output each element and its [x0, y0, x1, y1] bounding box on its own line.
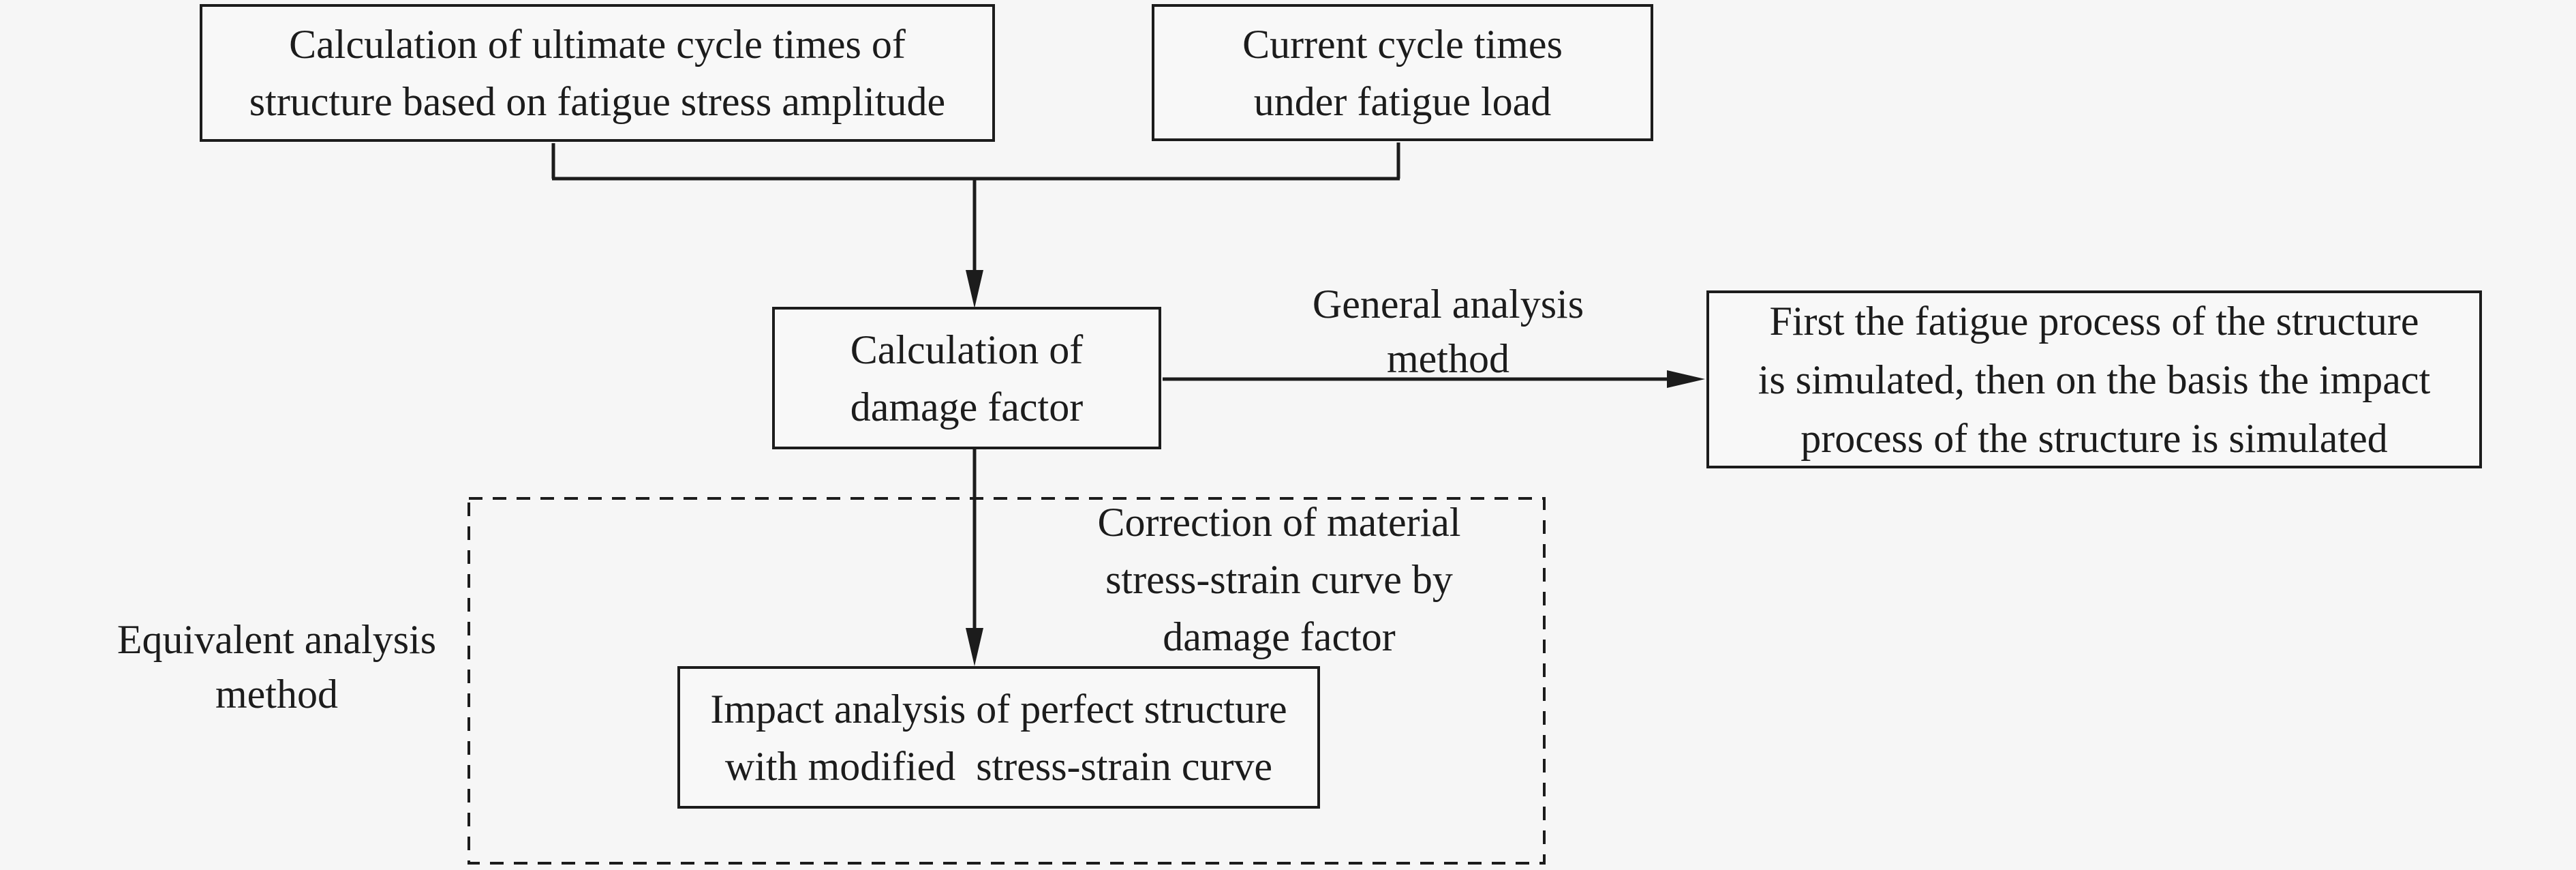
box-general-analysis-result: First the fatigue process of the structu… [1706, 290, 2482, 468]
box-impact-analysis: Impact analysis of perfect structure wit… [677, 666, 1320, 809]
box-ultimate-cycle-times: Calculation of ultimate cycle times of s… [200, 4, 995, 142]
arrow-general-method-head [1667, 370, 1705, 388]
label-correction-of-material: Correction of material stress-strain cur… [1097, 500, 1461, 659]
box-current-cycle-times: Current cycle times under fatigue load [1152, 4, 1653, 141]
box-damage-factor: Calculation of damage factor [772, 307, 1161, 449]
arrow-to-impact-analysis-head [966, 628, 983, 666]
label-general-analysis-method: General analysis method [1312, 282, 1584, 381]
label-equivalent-analysis-method: Equivalent analysis method [117, 617, 437, 717]
arrow-to-damage-factor-head [966, 270, 983, 308]
equivalent-method-dashed-frame [467, 497, 1546, 865]
